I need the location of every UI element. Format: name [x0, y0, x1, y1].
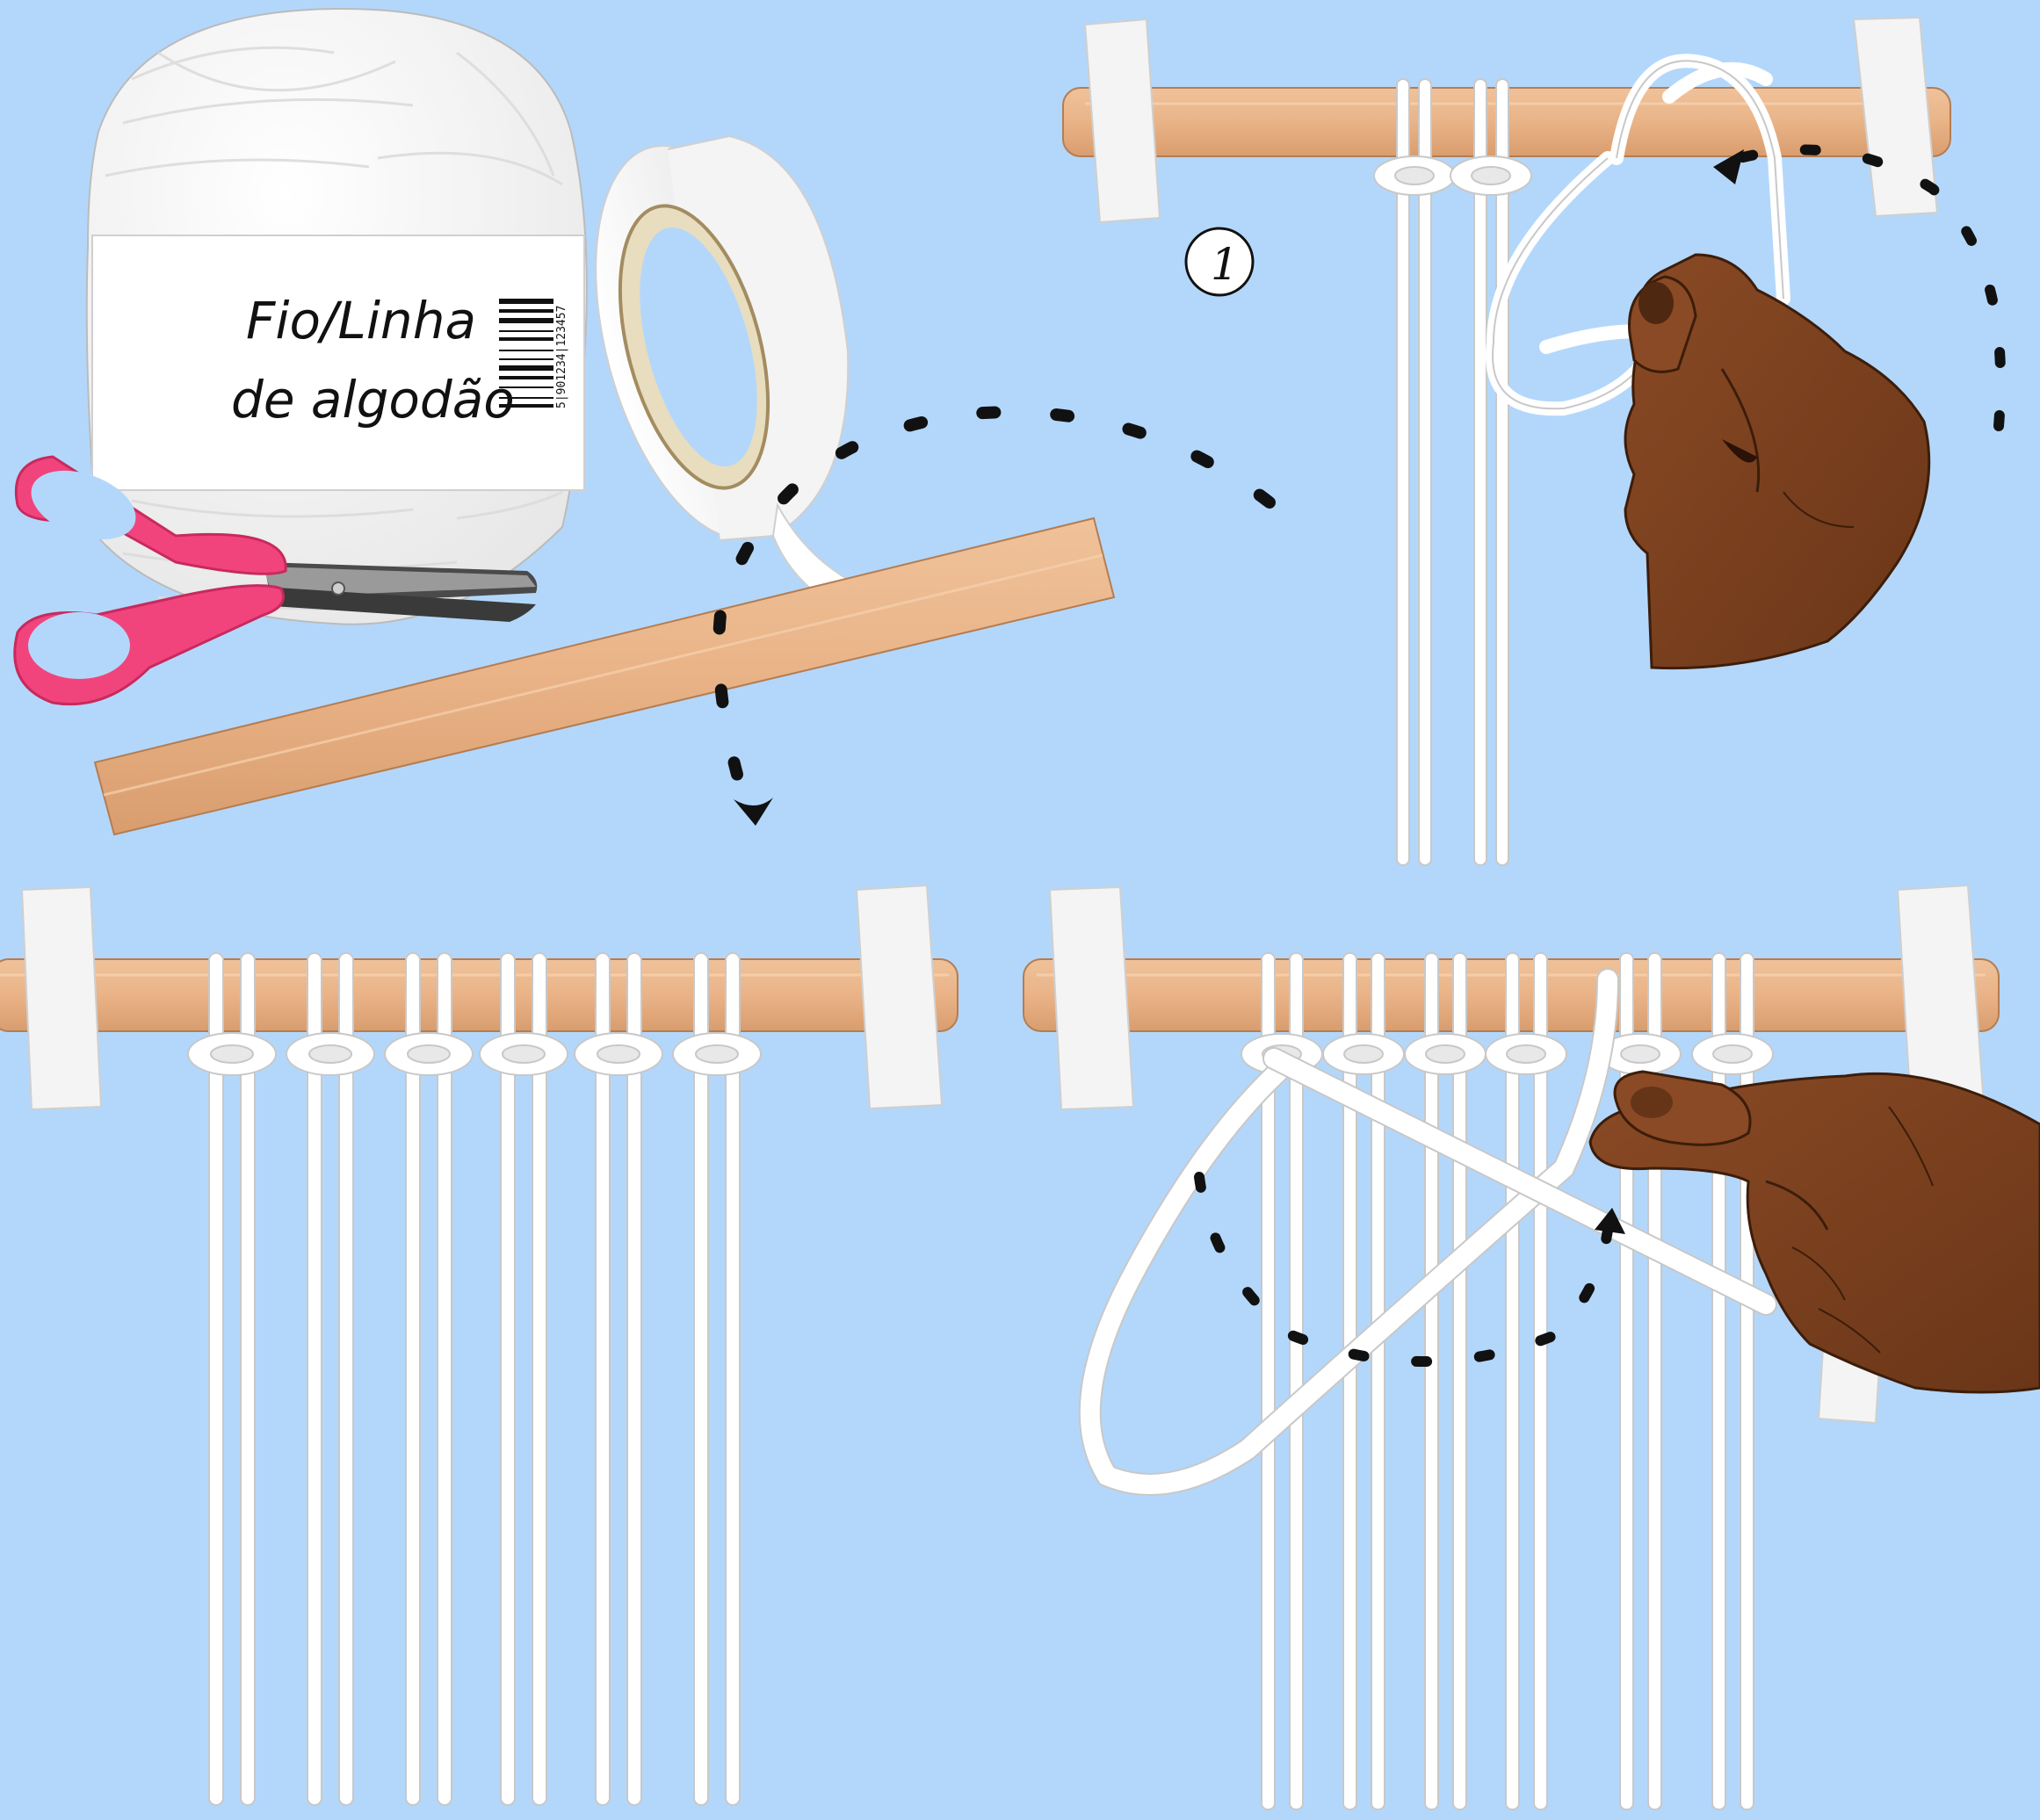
- cord-strand: [1740, 953, 1754, 1809]
- knot-center: [1621, 1045, 1660, 1063]
- cord-strand: [1712, 953, 1725, 1809]
- step-number: 1: [1211, 239, 1239, 290]
- barcode-bar: [499, 309, 553, 313]
- barcode-bar: [499, 299, 553, 304]
- knot-center: [1507, 1045, 1545, 1063]
- barcode-bar: [499, 376, 553, 379]
- knot-center: [1344, 1045, 1383, 1063]
- barcode-bar: [499, 404, 553, 408]
- knot-center: [309, 1045, 351, 1063]
- tape-piece-left: [22, 887, 101, 1109]
- tape-piece-left: [1050, 887, 1133, 1109]
- cord-strand: [726, 953, 740, 1805]
- barcode-bar: [499, 318, 553, 323]
- cord-strand: [307, 953, 322, 1805]
- knot-center: [1713, 1045, 1752, 1063]
- cord-strand: [694, 953, 708, 1805]
- cord-strand: [627, 953, 641, 1805]
- knot-center: [597, 1045, 640, 1063]
- knot-center: [408, 1045, 450, 1063]
- barcode-bar: [499, 350, 553, 351]
- cord-strand: [241, 953, 255, 1805]
- barcode-bar: [499, 386, 553, 388]
- barcode-bar: [499, 337, 553, 341]
- barcode-bar: [499, 397, 553, 399]
- cord-strand: [406, 953, 420, 1805]
- barcode-bar: [499, 358, 553, 360]
- cord-strand: [1506, 953, 1519, 1809]
- knot-center: [503, 1045, 545, 1063]
- yarn-label-line2: de algodão: [231, 370, 515, 430]
- barcode-bar: [499, 365, 553, 371]
- tape-piece-right: [857, 885, 942, 1109]
- cord-strand: [501, 953, 515, 1805]
- knot-center: [1426, 1045, 1465, 1063]
- barcode-number: 5|901234|123457: [555, 306, 568, 408]
- cord-strand: [596, 953, 610, 1805]
- yarn-label-band: [92, 235, 584, 490]
- knot-center: [696, 1045, 738, 1063]
- cord-strand: [1453, 953, 1466, 1809]
- cord-strand: [1534, 953, 1547, 1809]
- knot-center: [211, 1045, 253, 1063]
- cord-strand: [1371, 953, 1385, 1809]
- cord-strand: [1425, 953, 1438, 1809]
- cord-strand: [209, 953, 223, 1805]
- barcode-bar: [499, 330, 553, 332]
- cord-strand: [438, 953, 452, 1805]
- cord-strand: [339, 953, 353, 1805]
- yarn-label-line1: Fio/Linha: [246, 291, 476, 350]
- cord-strand: [532, 953, 546, 1805]
- step-number-badge: 1: [1186, 228, 1253, 295]
